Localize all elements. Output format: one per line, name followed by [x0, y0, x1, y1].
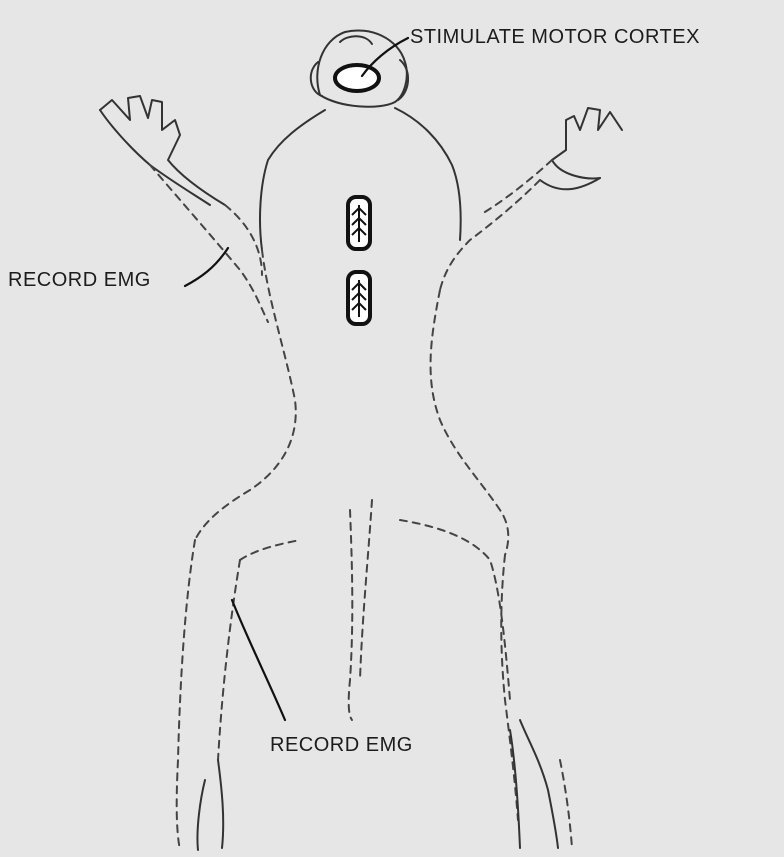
spinal-pads: [348, 197, 370, 324]
record-leg-label: RECORD EMG: [270, 735, 413, 755]
head: [311, 30, 408, 106]
torso: [195, 108, 508, 555]
hind-legs: [177, 520, 572, 850]
skull-opening: [335, 65, 379, 91]
record-arm-leader: [185, 248, 228, 286]
stimulate-label: STIMULATE MOTOR CORTEX: [410, 27, 700, 47]
tail: [349, 500, 372, 720]
right-arm: [440, 108, 622, 290]
record-arm-label: RECORD EMG: [8, 270, 151, 290]
record-leg-leader: [232, 600, 285, 720]
